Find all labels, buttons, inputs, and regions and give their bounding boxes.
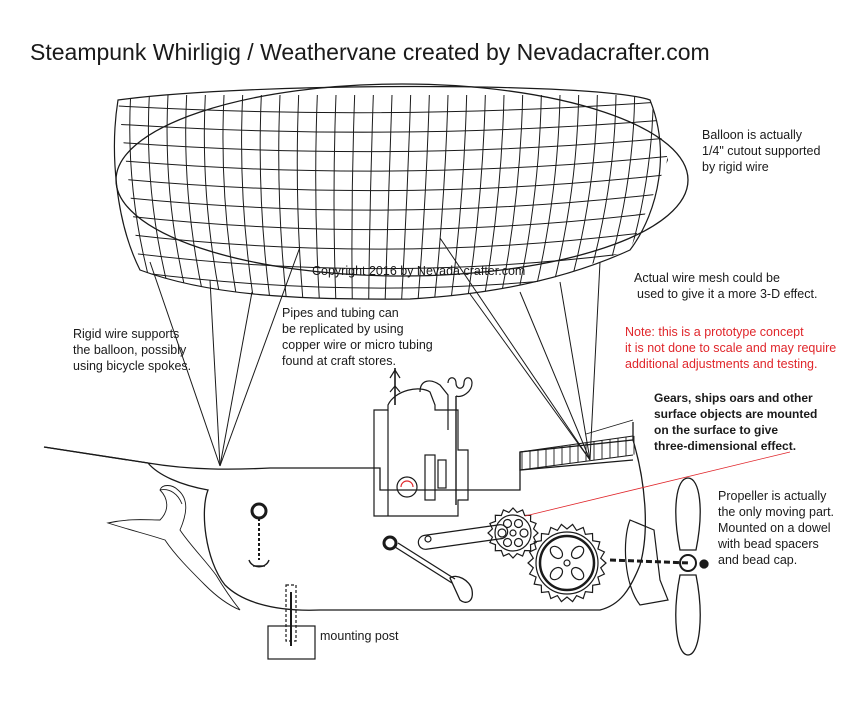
figurehead	[106, 485, 241, 611]
large-gear	[527, 523, 607, 603]
mesh-line	[118, 152, 668, 172]
mounting-post-label: mounting post	[320, 629, 399, 643]
mesh-line	[166, 94, 190, 300]
mesh-line	[482, 94, 505, 300]
mesh-line	[449, 94, 468, 300]
gear-hole	[502, 537, 513, 548]
mesh-line	[433, 94, 449, 300]
mesh-line	[531, 94, 561, 300]
copyright-label: Copyright 2016 by Nevada crafter.com	[312, 264, 526, 278]
anchor	[248, 502, 270, 568]
mesh-line	[222, 94, 239, 300]
gear-hole	[502, 518, 513, 529]
small-gear	[487, 507, 539, 559]
gear-inner-ring	[538, 534, 596, 592]
mesh-line	[118, 224, 668, 250]
crank-arm	[417, 524, 509, 550]
gear-teeth	[527, 523, 607, 603]
balloon-annotation: Balloon is actually 1/4" cutout supporte…	[702, 128, 821, 174]
pipes-annotation: Pipes and tubing can be replicated by us…	[282, 306, 433, 368]
gear-rim	[535, 531, 599, 595]
support-wires	[149, 237, 601, 467]
gear-hub	[509, 529, 517, 537]
gear-hole	[513, 537, 524, 548]
mesh-line	[118, 242, 668, 270]
mesh-line	[278, 94, 288, 300]
mesh-line	[259, 94, 272, 300]
mesh-line	[118, 188, 668, 211]
gear-teeth	[487, 507, 539, 559]
mesh-annotation: Actual wire mesh could be used to give i…	[634, 271, 818, 301]
mesh-line	[333, 94, 337, 300]
page-title: Steampunk Whirligig / Weathervane create…	[30, 39, 710, 65]
ship-railing	[519, 419, 635, 471]
boiler-engine	[373, 368, 473, 517]
mesh-line	[118, 98, 668, 114]
gear-spoke-hole	[549, 545, 564, 560]
mesh-line	[241, 94, 255, 300]
gear-hole	[497, 528, 507, 538]
mesh-line	[118, 134, 668, 153]
gears-annotation: Gears, ships oars and other surface obje…	[654, 391, 818, 453]
mesh-line	[315, 94, 321, 300]
gear-spoke-hole	[570, 545, 585, 560]
gear-hole	[513, 518, 524, 529]
gear-hole	[519, 528, 529, 538]
mesh-line	[368, 94, 374, 300]
prototype-note: Note: this is a prototype concept it is …	[625, 325, 837, 371]
mesh-line	[384, 94, 393, 300]
mesh-line	[466, 94, 486, 300]
propeller-mount	[609, 519, 691, 606]
gear-hub	[563, 559, 571, 567]
mesh-line	[118, 116, 668, 133]
rigid-wire-annotation: Rigid wire supports the balloon, possibl…	[73, 327, 192, 373]
mesh-line	[118, 170, 668, 192]
gear-spoke-hole	[549, 566, 564, 581]
ship-hull	[43, 422, 646, 611]
mesh-line	[400, 94, 412, 300]
mesh-line	[498, 94, 524, 300]
gear-rim	[494, 514, 532, 552]
mesh-line	[203, 94, 223, 300]
propeller	[675, 477, 709, 656]
gear-callout-line	[524, 451, 791, 517]
mesh-line	[118, 278, 668, 300]
propeller-annotation: Propeller is actually the only moving pa…	[718, 489, 835, 567]
ship-oar	[382, 535, 473, 603]
balloon-mesh-outline	[113, 85, 661, 300]
mesh-line	[296, 94, 304, 300]
mesh-line	[118, 206, 668, 231]
mesh-line	[351, 94, 356, 300]
mesh-line	[515, 94, 542, 300]
mounting-post	[267, 584, 316, 660]
gear-spoke-hole	[570, 566, 585, 581]
mesh-line	[185, 94, 206, 300]
mesh-line	[417, 94, 430, 300]
balloon-wire-mesh	[118, 94, 668, 300]
